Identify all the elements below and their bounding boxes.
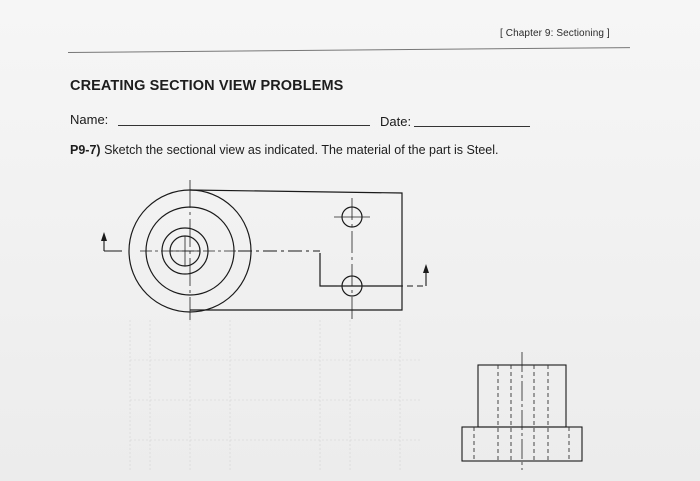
center-lines [140,180,370,320]
date-field-line[interactable] [414,126,530,127]
front-view-hidden-lines [473,365,570,461]
plate-notch [319,253,402,287]
plate-outline [189,189,403,311]
problem-text: Sketch the sectional view as indicated. … [104,143,499,157]
problem-statement: P9-7) Sketch the sectional view as indic… [70,143,498,157]
cutting-plane-line [103,240,427,287]
chapter-header: [ Chapter 9: Sectioning ] [500,28,610,39]
cutting-plane-arrow-left [101,232,107,241]
name-field-line[interactable] [118,125,370,126]
date-label: Date: [380,114,412,129]
sketch-grid [129,320,420,470]
section-title: CREATING SECTION VIEW PROBLEMS [70,78,344,94]
name-label: Name: [70,112,109,127]
cutting-plane-arrow-right [423,264,429,273]
problem-number: P9-7) [70,143,101,157]
